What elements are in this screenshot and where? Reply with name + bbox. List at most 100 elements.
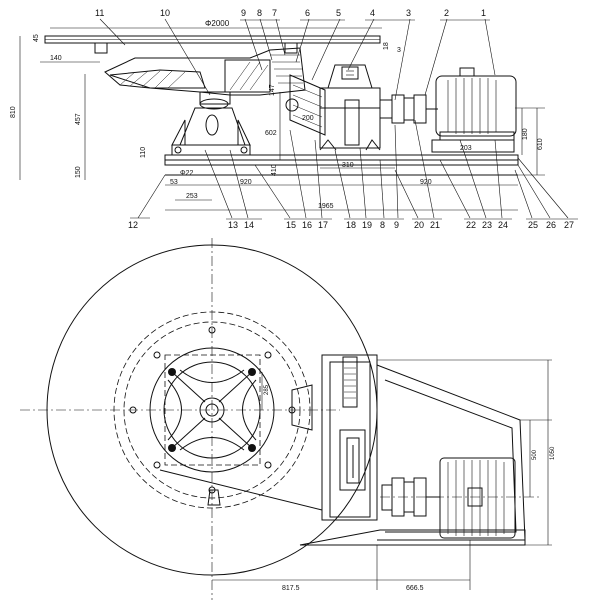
- gear-section-block: [224, 59, 271, 93]
- reducer-gear-slot: [342, 356, 358, 408]
- shaft-left: [379, 99, 393, 119]
- callout-12: 12: [128, 220, 138, 230]
- callout-27: 27: [564, 220, 574, 230]
- motor-plan: [439, 457, 516, 539]
- spindle-collar: [199, 91, 231, 105]
- callout-24: 24: [498, 220, 508, 230]
- part-callouts-top: 11 10 9 8 7 6 5 4 3 2 1: [95, 8, 486, 18]
- frame-plan-inner: [384, 379, 517, 533]
- dim-18: 18: [383, 42, 390, 50]
- dim-45: 45: [33, 34, 40, 42]
- dim-253: 253: [186, 193, 198, 200]
- reducer-center-rib: [344, 99, 360, 146]
- reducer-output: [339, 429, 366, 491]
- spider-bracket: [167, 368, 257, 452]
- callout-20: 20: [414, 220, 424, 230]
- reducer-cover: [327, 64, 373, 89]
- callout-18: 18: [346, 220, 356, 230]
- dim-3: 3: [397, 47, 401, 54]
- pedestal-rib-left: [171, 119, 186, 146]
- bottom-lug: [207, 489, 221, 506]
- elevation-view: 11 10 9 8 7 6 5 4 3 2 1: [10, 8, 578, 230]
- inner-circle-dashed: [123, 321, 301, 499]
- dim-920-right: 920: [420, 179, 432, 186]
- dim-203: 203: [460, 145, 472, 152]
- bevel-gear-teeth: [292, 84, 323, 128]
- callout-13: 13: [228, 220, 238, 230]
- callout-2: 2: [444, 8, 449, 18]
- dim-920-left: 920: [240, 179, 252, 186]
- hub-circle: [149, 347, 275, 473]
- reducer-plan: [321, 354, 378, 521]
- callout-8: 8: [257, 8, 262, 18]
- dim-140: 140: [50, 55, 62, 62]
- dim-410: 410: [271, 164, 278, 176]
- skirt-circle-dashed: [113, 311, 311, 509]
- dim-602: 602: [265, 130, 277, 137]
- pedestal-outline-dashed: [164, 354, 261, 466]
- bevel-gear: [289, 74, 326, 136]
- dim-457: 457: [75, 113, 82, 125]
- pedestal-support: [179, 107, 246, 146]
- callout-11: 11: [95, 8, 104, 18]
- plan-view: 285: [20, 238, 556, 600]
- leader-lines-bottom: [130, 119, 578, 220]
- motor-plan-fins: [447, 460, 505, 536]
- coupling-half-right: [413, 94, 427, 124]
- callout-4: 4: [370, 8, 375, 18]
- callout-23: 23: [482, 220, 492, 230]
- callout-19: 19: [362, 220, 372, 230]
- callout-26: 26: [546, 220, 556, 230]
- callout-3: 3: [406, 8, 411, 18]
- frame-diagonal: [159, 469, 323, 511]
- dim-180: 180: [522, 128, 529, 140]
- dim-150: 150: [75, 166, 82, 178]
- dim-310: 310: [342, 162, 354, 169]
- callout-5: 5: [336, 8, 341, 18]
- callout-15: 15: [286, 220, 296, 230]
- callout-8b: 8: [380, 220, 385, 230]
- callout-1: 1: [481, 8, 486, 18]
- dim-phi22: Φ22: [180, 170, 193, 177]
- dim-147: 147: [269, 84, 276, 96]
- coupling-half-left: [391, 94, 405, 124]
- callout-22: 22: [466, 220, 476, 230]
- reducer-plan-inner: [329, 361, 371, 518]
- callout-14: 14: [244, 220, 254, 230]
- dim-666: 666.5: [406, 585, 424, 592]
- dim-500: 500: [532, 449, 538, 460]
- electric-motor: [435, 75, 517, 137]
- pinion-hub: [285, 98, 299, 112]
- leader-lines-top: [99, 18, 496, 101]
- dim-817: 817.5: [282, 585, 300, 592]
- callout-7: 7: [272, 8, 277, 18]
- motor-terminal-box: [459, 67, 475, 77]
- gear-reducer: [319, 87, 381, 149]
- dims-horizontal-elevation: Φ22 53 920 310 920 253 1965 203: [165, 145, 518, 211]
- callout-9b: 9: [394, 220, 399, 230]
- dims-plan-right: 500 1050: [377, 359, 556, 546]
- dim-1965: 1965: [318, 203, 334, 210]
- spindle-bearing: [199, 98, 229, 110]
- section-hatching: [119, 61, 269, 91]
- motor-fins: [447, 78, 497, 134]
- dim-610: 610: [537, 138, 544, 150]
- dim-diameter: Φ2000: [205, 19, 230, 28]
- dim-1050: 1050: [550, 446, 556, 460]
- callout-21: 21: [430, 220, 440, 230]
- callout-17: 17: [318, 220, 328, 230]
- callout-25: 25: [528, 220, 538, 230]
- pedestal-window: [205, 114, 219, 136]
- motor-base: [431, 139, 515, 153]
- dim-110: 110: [140, 147, 147, 158]
- pedestal-base: [171, 144, 251, 156]
- frame-bottom-rail: [299, 529, 526, 546]
- dims-vertical-left: 810 457 150 110 147 602 410: [10, 36, 281, 180]
- motor-plan-terminal: [467, 487, 483, 507]
- dim-200: 200: [302, 115, 314, 122]
- reducer-nameplate: [341, 66, 359, 80]
- dims-plan-bottom: 817.5 666.5: [212, 540, 471, 592]
- dim-285: 285: [264, 384, 270, 395]
- coupling-plan-left: [381, 484, 393, 511]
